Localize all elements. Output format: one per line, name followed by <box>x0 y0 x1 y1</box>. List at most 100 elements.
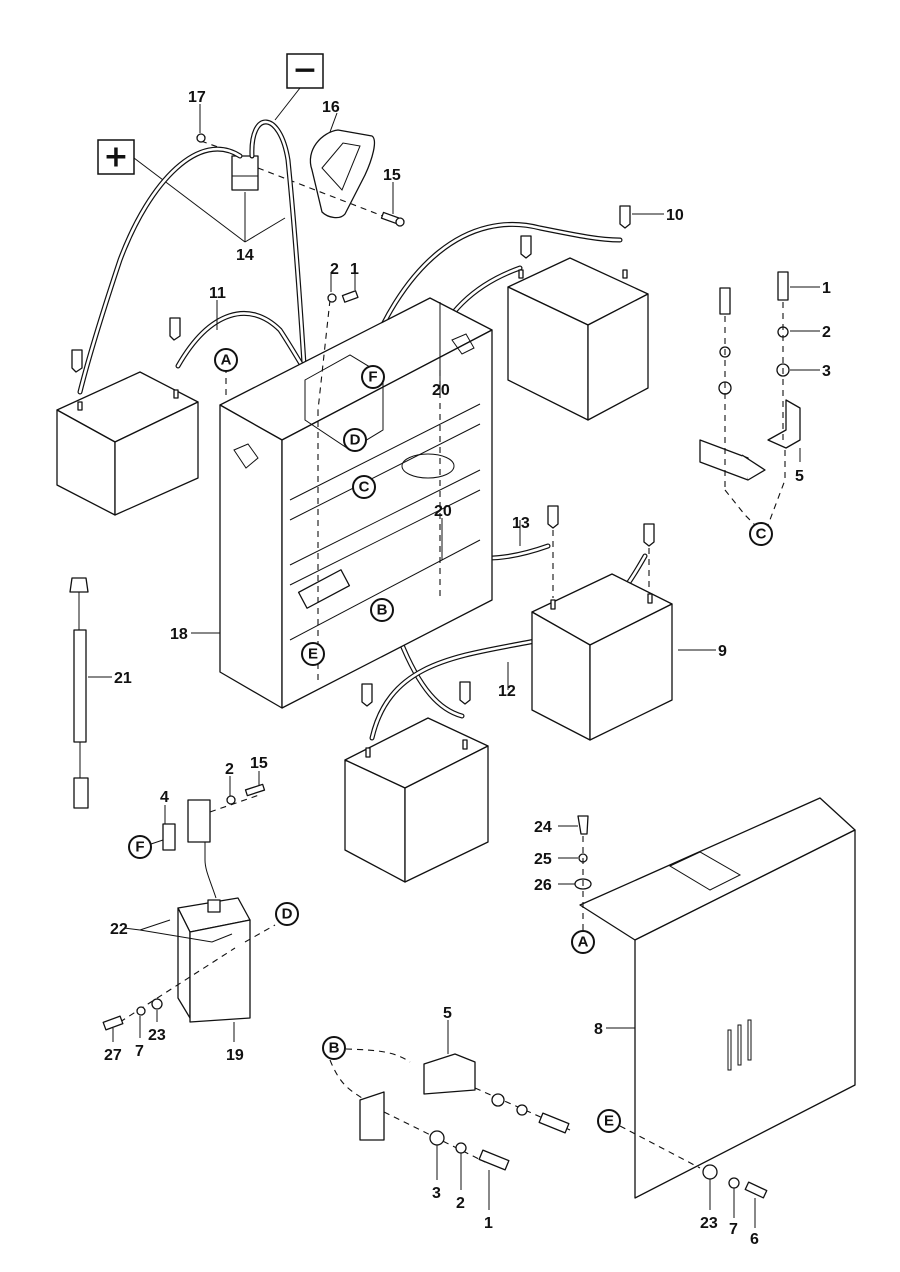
ref-c-frame: C <box>352 475 376 499</box>
battery-bolt <box>71 349 83 373</box>
screw-1-top <box>341 290 359 303</box>
callout-18: 18 <box>170 626 188 643</box>
battery-top-right <box>507 257 649 421</box>
callout-5-bottom: 5 <box>443 1005 452 1022</box>
callout-23-left: 23 <box>148 1027 166 1044</box>
ref-a-cover: A <box>571 930 595 954</box>
callout-15-mid: 15 <box>250 755 268 772</box>
battery-left <box>56 371 199 516</box>
washer-7-left <box>136 1006 146 1016</box>
callout-14: 14 <box>236 247 254 264</box>
svg-text:F: F <box>135 839 144 856</box>
svg-text:A: A <box>221 352 232 369</box>
ref-a-frame: A <box>214 348 238 372</box>
svg-text:+: + <box>103 140 128 175</box>
callout-3-bottom: 3 <box>432 1185 441 1202</box>
washer-2-mid <box>226 795 236 805</box>
svg-text:E: E <box>308 646 318 663</box>
callout-13: 13 <box>512 515 530 532</box>
callout-1-bracket: 1 <box>822 280 831 297</box>
svg-text:−: − <box>292 53 317 88</box>
charger-cord <box>69 577 89 809</box>
svg-text:D: D <box>282 906 293 923</box>
svg-text:C: C <box>359 479 370 496</box>
nut-17 <box>196 133 206 143</box>
screw-24 <box>577 815 589 835</box>
callout-6: 6 <box>750 1231 759 1248</box>
callout-2-bracket: 2 <box>822 324 831 341</box>
connector-handle <box>309 129 376 219</box>
battery-bolt <box>361 683 373 707</box>
svg-text:D: D <box>350 432 361 449</box>
callout-24: 24 <box>534 819 552 836</box>
callout-11: 11 <box>209 285 226 302</box>
battery-bolt <box>169 317 181 341</box>
svg-text:F: F <box>368 369 377 386</box>
svg-text:B: B <box>377 602 388 619</box>
callout-2-bottom: 2 <box>456 1195 465 1212</box>
battery-connector <box>231 155 259 191</box>
positive-sign: + <box>97 139 135 175</box>
callout-1-bottom: 1 <box>484 1215 493 1232</box>
bracket-b-group <box>329 1048 571 1171</box>
ref-c-bracket: C <box>749 522 773 546</box>
callout-26: 26 <box>534 877 552 894</box>
callout-2-mid: 2 <box>225 761 234 778</box>
ref-e-cover: E <box>597 1109 621 1133</box>
callout-1-top: 1 <box>350 261 359 278</box>
callout-15-top: 15 <box>383 167 401 184</box>
callout-25: 25 <box>534 851 552 868</box>
battery-bolt <box>643 523 655 547</box>
callout-3-bracket: 3 <box>822 363 831 380</box>
negative-sign: − <box>286 53 324 89</box>
callout-8: 8 <box>594 1021 603 1038</box>
ref-d-charger: D <box>275 902 299 926</box>
ref-b-frame: B <box>370 598 394 622</box>
svg-text:C: C <box>756 526 767 543</box>
callout-7-right: 7 <box>729 1221 738 1238</box>
charger-connector <box>162 799 211 851</box>
svg-text:A: A <box>578 934 589 951</box>
screw-15-top <box>380 211 405 227</box>
washer-23-left <box>151 998 163 1010</box>
callout-21: 21 <box>114 670 132 687</box>
callout-27: 27 <box>104 1047 122 1064</box>
battery-bolt <box>520 235 532 259</box>
charger-unit <box>139 840 251 1023</box>
callout-7-left: 7 <box>135 1043 144 1060</box>
washer-7-right <box>728 1177 740 1189</box>
washer-23-right <box>702 1164 718 1180</box>
screw-6 <box>744 1181 768 1199</box>
ref-d-frame: D <box>343 428 367 452</box>
battery-cover <box>579 797 856 1199</box>
callout-20-upper: 20 <box>432 382 450 399</box>
screw-15-mid <box>244 783 266 797</box>
callout-4: 4 <box>160 789 169 806</box>
callout-2-top: 2 <box>330 261 339 278</box>
ref-f-charger: F <box>128 835 152 859</box>
callout-9: 9 <box>718 643 727 660</box>
svg-text:B: B <box>329 1040 340 1057</box>
callout-17: 17 <box>188 89 206 106</box>
screw-27 <box>102 1015 124 1031</box>
callout-16: 16 <box>322 99 340 116</box>
callout-10: 10 <box>666 207 684 224</box>
ref-f-frame: F <box>361 365 385 389</box>
battery-9 <box>531 573 673 741</box>
ref-e-frame: E <box>301 642 325 666</box>
battery-bolt <box>459 681 471 705</box>
callout-5-bracket: 5 <box>795 468 804 485</box>
bracket-c-group <box>699 271 801 529</box>
battery-bottom-center <box>344 717 489 883</box>
battery-frame <box>219 297 493 709</box>
washer-2-top <box>327 293 337 303</box>
callout-23-right: 23 <box>700 1215 718 1232</box>
callout-12: 12 <box>498 683 516 700</box>
ref-b-bracket: B <box>322 1036 346 1060</box>
battery-bolt <box>547 505 559 529</box>
battery-bolt-10 <box>619 205 631 229</box>
callout-20-lower: 20 <box>434 503 452 520</box>
callout-19: 19 <box>226 1047 244 1064</box>
svg-text:E: E <box>604 1113 614 1130</box>
